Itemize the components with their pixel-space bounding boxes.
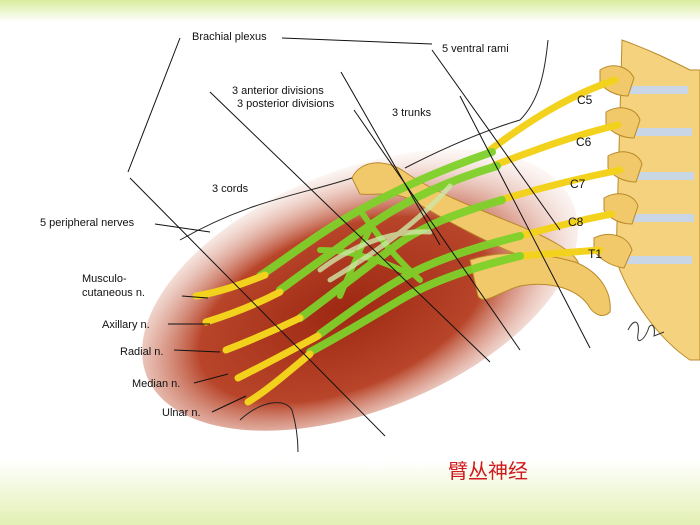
root-c7: C7 — [570, 177, 586, 191]
plexus-network — [256, 148, 524, 356]
root-c6: C6 — [576, 135, 592, 149]
vertebral-column — [593, 39, 700, 361]
nerve-roots — [486, 76, 624, 260]
label-brachial-plexus: Brachial plexus — [192, 31, 267, 43]
label-peripheral-nerves: 5 peripheral nerves — [40, 217, 135, 229]
root-t1: T1 — [588, 247, 602, 261]
label-radial: Radial n. — [120, 346, 163, 358]
axilla-outline — [239, 402, 299, 453]
label-ulnar: Ulnar n. — [162, 407, 201, 419]
top-band — [0, 0, 700, 22]
peripheral-nerves — [192, 271, 322, 406]
plexus-divisions-light — [317, 183, 453, 283]
label-musculocutaneous-2: cutaneous n. — [82, 287, 145, 299]
neck-outline — [179, 39, 549, 241]
label-trunks: 3 trunks — [392, 107, 432, 119]
label-axillary: Axillary n. — [102, 319, 150, 331]
root-c5: C5 — [577, 93, 593, 107]
artist-signature — [627, 321, 665, 342]
label-posterior-divisions: 3 posterior divisions — [237, 98, 335, 110]
watermark: www.china-radiology.com/bbs — [228, 452, 451, 470]
root-c8: C8 — [568, 215, 584, 229]
bottom-band — [0, 460, 700, 525]
label-median: Median n. — [132, 378, 180, 390]
label-anterior-divisions: 3 anterior divisions — [232, 85, 324, 97]
leader-lines — [127, 37, 591, 437]
label-ventral-rami: 5 ventral rami — [442, 43, 509, 55]
label-musculocutaneous-1: Musculo- — [82, 273, 127, 285]
caption-cn: 臂丛神经 — [448, 459, 528, 483]
label-cords: 3 cords — [212, 183, 249, 195]
